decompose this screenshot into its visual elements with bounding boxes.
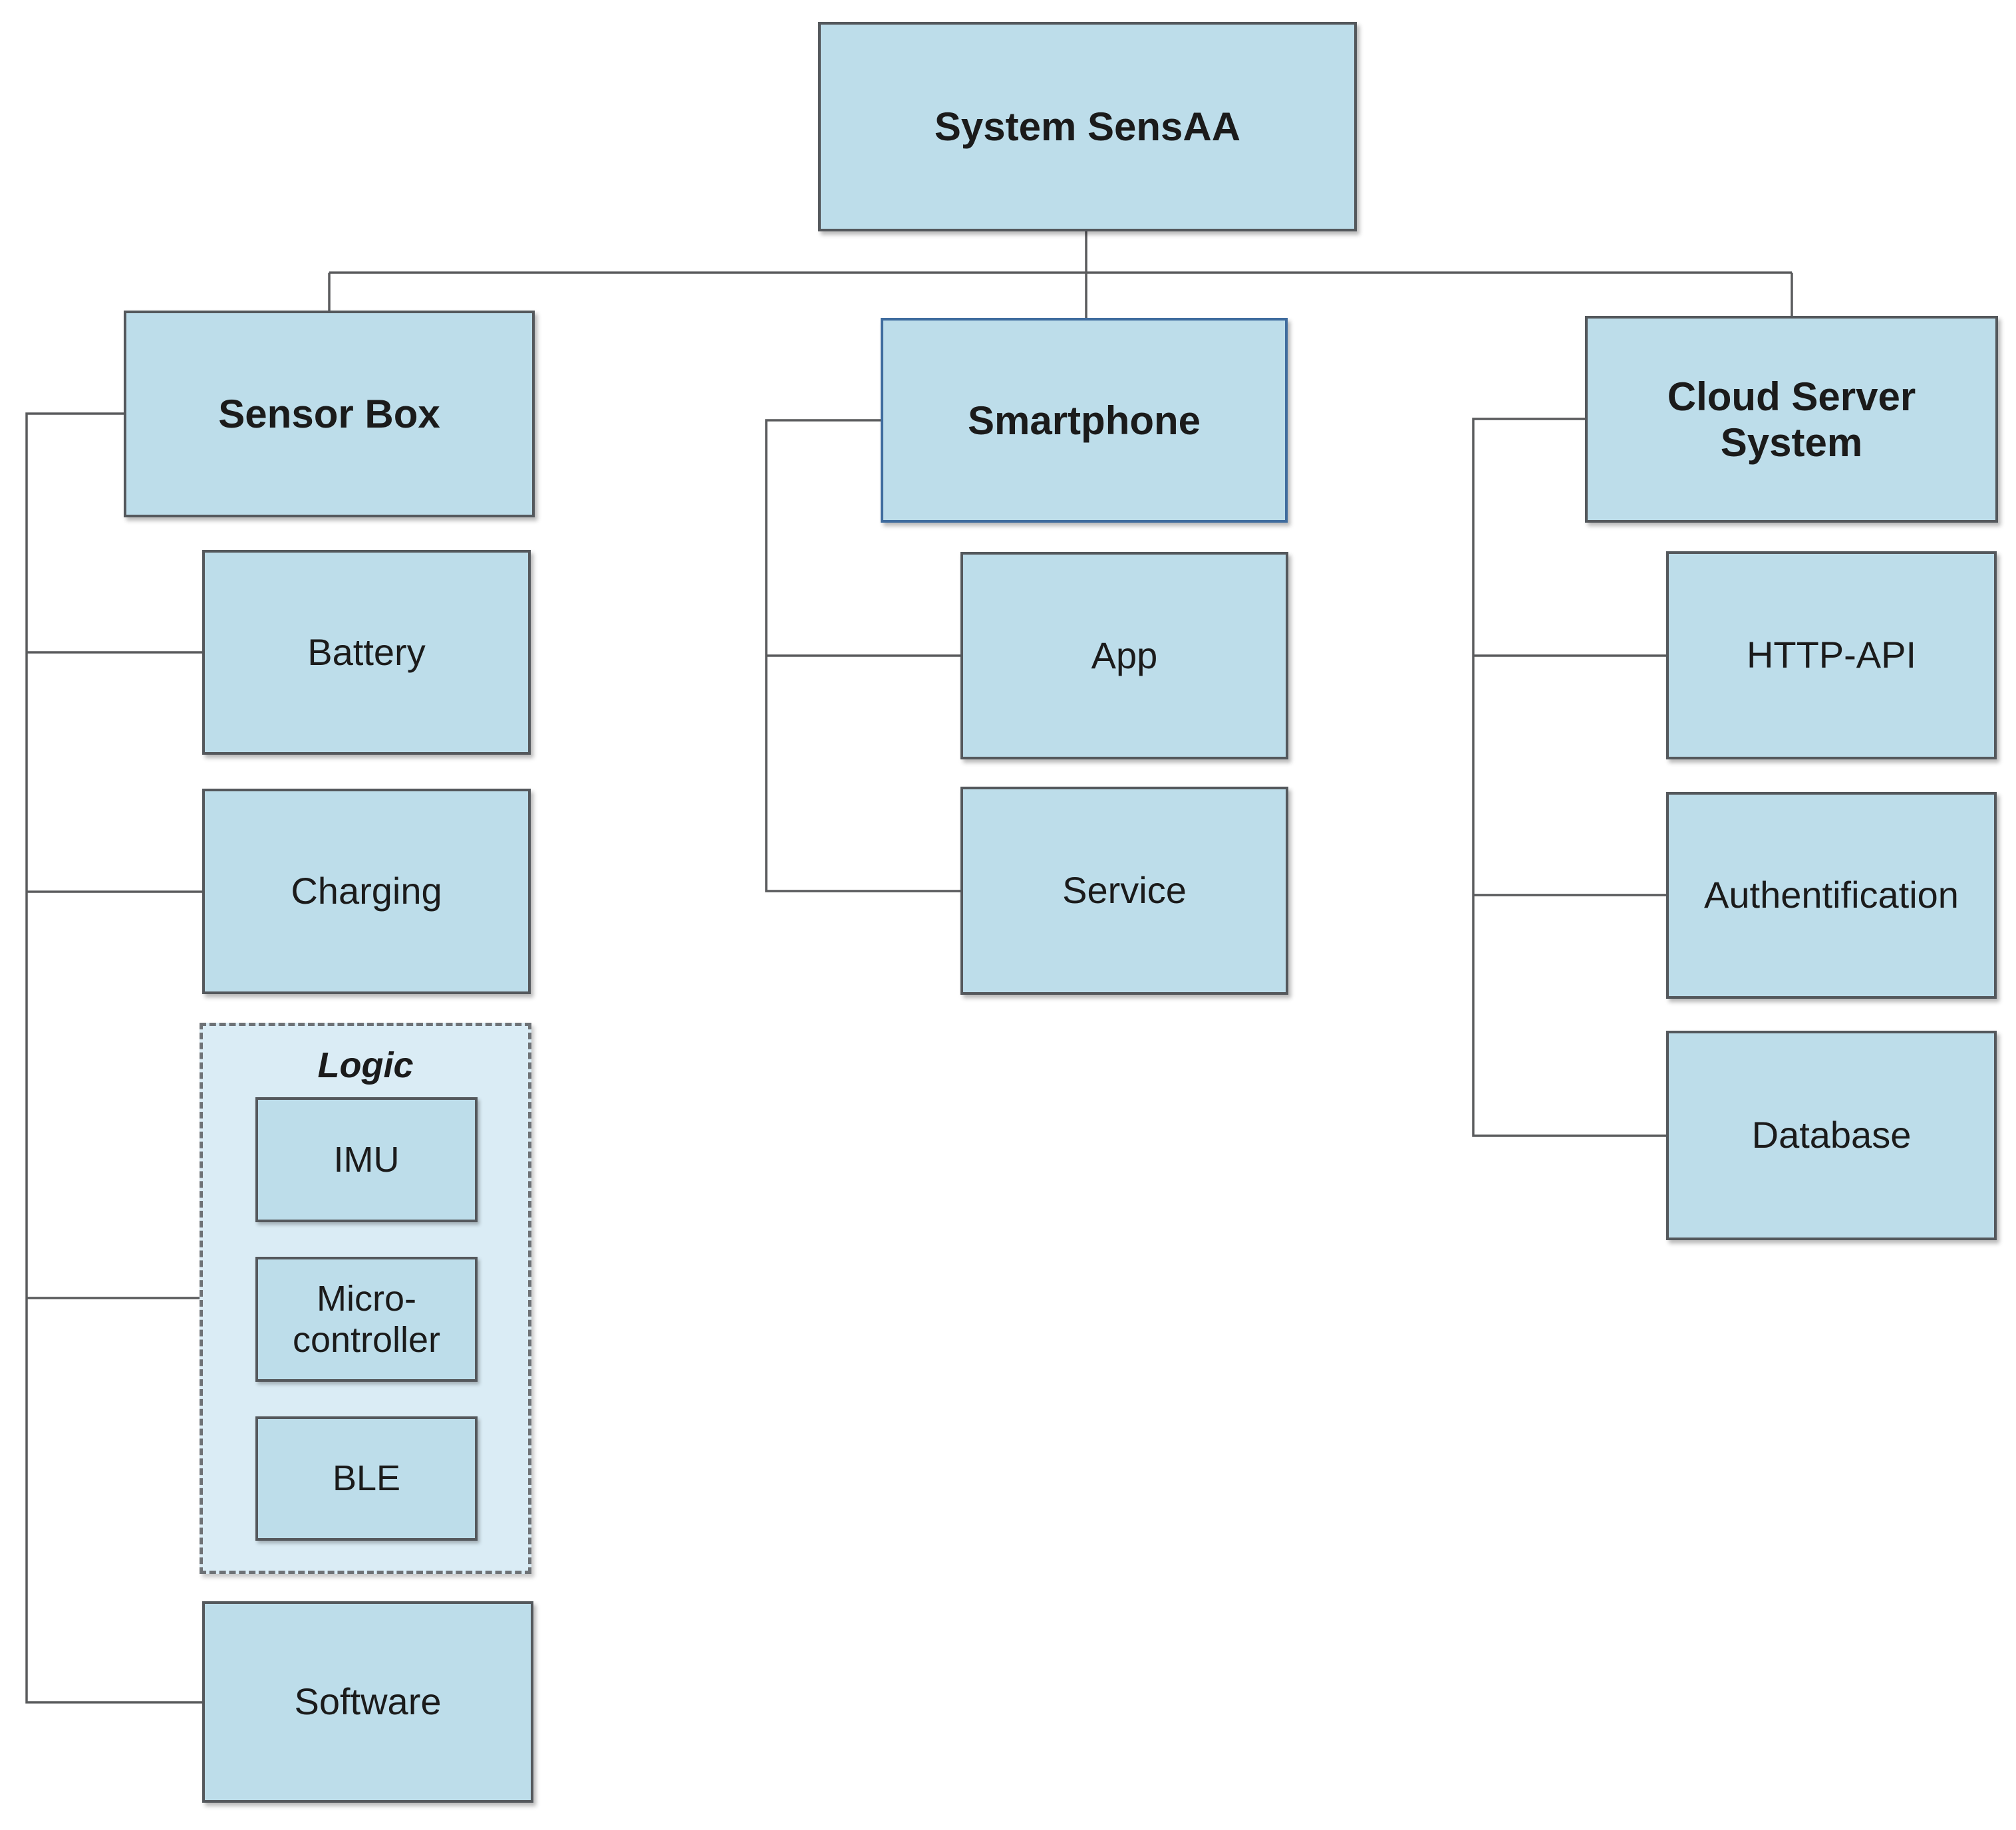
- node-database-label: Database: [1751, 1114, 1912, 1156]
- node-authentification: Authentification: [1666, 792, 1997, 999]
- node-http-api: HTTP-API: [1666, 551, 1997, 759]
- node-smartphone: Smartphone: [881, 318, 1288, 523]
- node-http-api-label: HTTP-API: [1746, 634, 1917, 676]
- node-ble-label: BLE: [332, 1458, 401, 1499]
- node-battery-label: Battery: [307, 630, 426, 673]
- node-charging: Charging: [202, 789, 531, 994]
- node-software-label: Software: [294, 1680, 442, 1723]
- node-microcontroller: Micro-controller: [255, 1257, 478, 1382]
- node-system-sensaa: System SensAA: [818, 22, 1357, 231]
- node-smartphone-label: Smartphone: [967, 398, 1201, 443]
- node-microcontroller-label: Micro-controller: [292, 1278, 441, 1360]
- node-charging-label: Charging: [291, 870, 442, 912]
- node-service: Service: [960, 787, 1288, 995]
- node-app-label: App: [1091, 634, 1158, 676]
- node-app: App: [960, 552, 1288, 759]
- node-sensor-box: Sensor Box: [124, 311, 535, 517]
- node-ble: BLE: [255, 1416, 478, 1541]
- connector-sensor-trunk: [25, 412, 202, 1704]
- node-software: Software: [202, 1601, 533, 1803]
- node-service-label: Service: [1062, 869, 1187, 912]
- connector-cloud-trunk: [1472, 418, 1666, 1137]
- node-sensor-box-label: Sensor Box: [218, 392, 440, 436]
- node-authentification-label: Authentification: [1704, 874, 1959, 916]
- node-imu: IMU: [255, 1097, 478, 1222]
- node-battery: Battery: [202, 550, 531, 755]
- node-database: Database: [1666, 1031, 1997, 1240]
- node-imu-label: IMU: [333, 1139, 400, 1180]
- group-logic-label: Logic: [317, 1045, 414, 1085]
- node-system-sensaa-label: System SensAA: [934, 104, 1241, 149]
- node-cloud-server-system-label: Cloud Server System: [1667, 374, 1916, 465]
- node-cloud-server-system: Cloud Server System: [1585, 316, 1998, 523]
